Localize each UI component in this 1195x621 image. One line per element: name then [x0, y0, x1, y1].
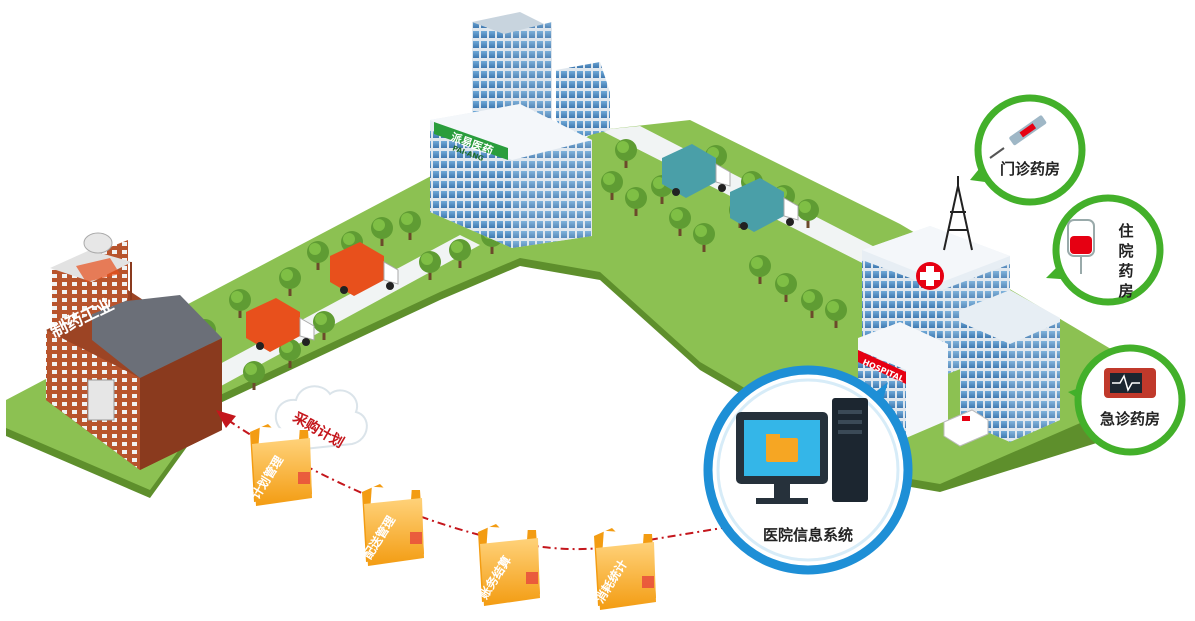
tree-icon	[625, 187, 647, 216]
syringe-icon	[989, 115, 1047, 159]
tree-icon	[693, 223, 715, 252]
truck-icon	[730, 178, 799, 232]
ambulance	[943, 409, 989, 447]
tree-icon	[279, 267, 301, 296]
pharmacy-label: 门诊药房	[1000, 160, 1060, 178]
desktop-computer-icon	[736, 398, 868, 504]
flow-arrowhead	[216, 410, 236, 428]
his-label: 医院信息系统	[763, 526, 853, 544]
process-folders: 计划管理配送管理账务结算消耗统计	[248, 424, 656, 610]
truck-icon	[246, 298, 315, 352]
distribution-center: 派易医药 PAI-ANG	[430, 12, 610, 248]
tree-icon	[601, 171, 623, 200]
his-badge: 医院信息系统	[703, 365, 913, 575]
pharmacy-badge: 门诊药房	[970, 94, 1086, 206]
blood-bag-icon	[1067, 219, 1095, 274]
tree-icon	[749, 255, 771, 284]
truck-icon	[662, 144, 731, 198]
folder-icon: 消耗统计	[592, 528, 656, 610]
folder-icon: 账务结算	[476, 524, 540, 606]
pharmacy-label: 房	[1118, 282, 1133, 300]
tree-icon	[801, 289, 823, 318]
radio-tower	[943, 176, 973, 251]
tree-icon	[229, 289, 251, 318]
pharmacy-label: 药	[1118, 262, 1133, 280]
tree-icon	[775, 273, 797, 302]
pharmacy-label: 住	[1118, 222, 1133, 240]
truck-icon	[330, 242, 399, 296]
tree-icon	[243, 361, 265, 390]
tree-icon	[419, 251, 441, 280]
ecg-monitor-icon	[1104, 368, 1156, 398]
tree-icon	[371, 217, 393, 246]
tree-icon	[399, 211, 421, 240]
tree-icon	[669, 207, 691, 236]
pharmacy-label: 院	[1118, 242, 1133, 260]
folder-icon: 计划管理	[248, 424, 312, 506]
tree-icon	[307, 241, 329, 270]
tree-icon	[615, 139, 637, 168]
tree-icon	[449, 239, 471, 268]
pharma-factory: 制药工业	[46, 232, 222, 470]
tree-icon	[797, 199, 819, 228]
pharmacy-label: 急诊药房	[1100, 410, 1160, 428]
tree-icon	[313, 311, 335, 340]
folder-icon: 配送管理	[360, 484, 424, 566]
procurement-cloud: 采购计划	[274, 385, 368, 451]
delivery-trucks	[246, 144, 799, 352]
pharmacy-badge: 急诊药房	[1068, 344, 1186, 456]
tree-icon	[825, 299, 847, 328]
